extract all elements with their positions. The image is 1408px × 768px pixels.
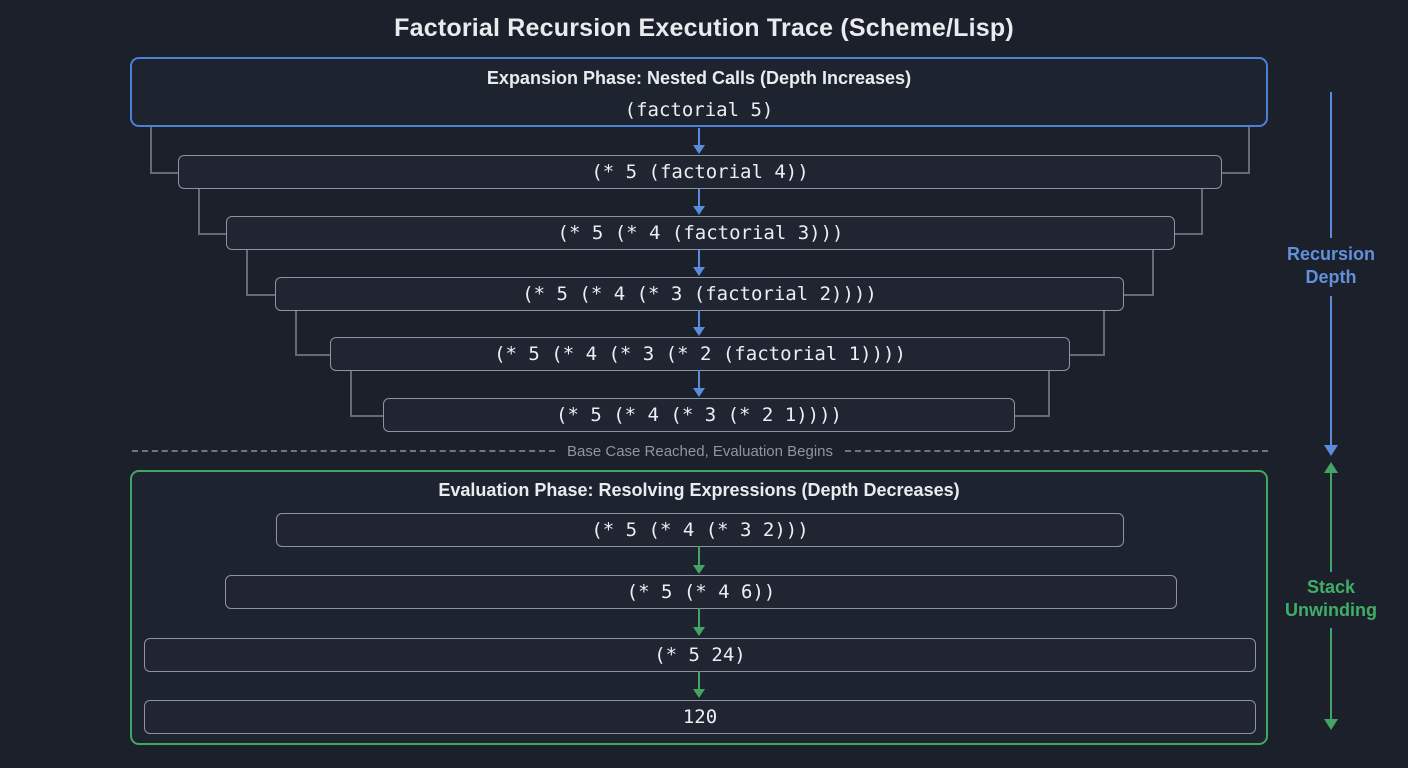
evaluation-step-box: (* 5 (* 4 6))	[225, 575, 1177, 609]
recursion-depth-arrow-line	[1330, 92, 1332, 238]
evaluation-step-box: (* 5 (* 4 (* 3 2)))	[276, 513, 1124, 547]
recursion-depth-arrowhead-icon	[1324, 445, 1338, 456]
evaluation-step-box: 120	[144, 700, 1256, 734]
evaluation-phase-header: Evaluation Phase: Resolving Expressions …	[438, 480, 960, 500]
expansion-call-box: (* 5 (* 4 (* 3 (* 2 1))))	[383, 398, 1015, 432]
stack-unwinding-arrow-line	[1330, 473, 1332, 572]
flow-arrow-down-icon	[693, 370, 705, 397]
root-call-expression: (factorial 5)	[624, 99, 774, 121]
stack-unwinding-arrow-line	[1330, 628, 1332, 720]
lisp-expression: (* 5 (* 4 (factorial 3)))	[557, 222, 844, 244]
evaluation-step-box: (* 5 24)	[144, 638, 1256, 672]
expansion-call-box: (* 5 (* 4 (* 3 (* 2 (factorial 1))))	[330, 337, 1070, 371]
base-case-divider: Base Case Reached, Evaluation Begins	[132, 440, 1269, 462]
flow-arrow-down-icon	[693, 249, 705, 276]
lisp-expression: (* 5 (* 4 (* 3 (* 2 1))))	[556, 404, 842, 426]
stack-connector-left	[246, 248, 277, 296]
divider-label: Base Case Reached, Evaluation Begins	[567, 442, 834, 460]
recursion-depth-label: Recursion Depth	[1286, 244, 1376, 288]
stack-connector-left	[350, 369, 385, 417]
stack-connector-right	[1122, 248, 1154, 296]
flow-arrow-down-icon	[693, 671, 705, 698]
lisp-expression: (* 5 (* 4 (* 3 2)))	[591, 519, 809, 541]
expansion-phase-box: Expansion Phase: Nested Calls (Depth Inc…	[130, 57, 1268, 127]
final-result-value: 120	[682, 706, 718, 728]
lisp-expression: (* 5 (* 4 (* 3 (* 2 (factorial 1))))	[494, 343, 906, 365]
expansion-phase-header: Expansion Phase: Nested Calls (Depth Inc…	[486, 68, 912, 88]
stack-connector-right	[1068, 309, 1105, 356]
divider-dash-line	[845, 450, 1269, 452]
flow-arrow-down-icon	[693, 128, 705, 154]
stack-connector-right	[1173, 187, 1203, 235]
stack-unwinding-arrowhead-icon	[1324, 462, 1338, 473]
lisp-expression: (* 5 (* 4 6))	[626, 581, 776, 603]
stack-unwinding-arrowhead-icon	[1324, 719, 1338, 730]
lisp-expression: (* 5 (factorial 4))	[591, 161, 809, 183]
stack-connector-left	[150, 127, 180, 174]
flow-arrow-down-icon	[693, 546, 705, 574]
stack-unwinding-label: Stack Unwinding	[1285, 577, 1377, 621]
expansion-call-box: (* 5 (factorial 4))	[178, 155, 1222, 189]
stack-connector-left	[295, 309, 332, 356]
stack-connector-left	[198, 187, 228, 235]
lisp-expression: (* 5 24)	[654, 644, 746, 666]
divider-dash-line	[132, 450, 555, 452]
page-title: Factorial Recursion Execution Trace (Sch…	[394, 14, 1014, 42]
flow-arrow-down-icon	[693, 188, 705, 215]
flow-arrow-down-icon	[693, 310, 705, 336]
stack-connector-right	[1013, 369, 1050, 417]
expansion-call-box: (* 5 (* 4 (* 3 (factorial 2))))	[275, 277, 1124, 311]
expansion-call-box: (* 5 (* 4 (factorial 3)))	[226, 216, 1175, 250]
stack-connector-right	[1220, 127, 1250, 174]
recursion-depth-arrow-line	[1330, 296, 1332, 446]
flow-arrow-down-icon	[693, 608, 705, 636]
lisp-expression: (* 5 (* 4 (* 3 (factorial 2))))	[522, 283, 877, 305]
